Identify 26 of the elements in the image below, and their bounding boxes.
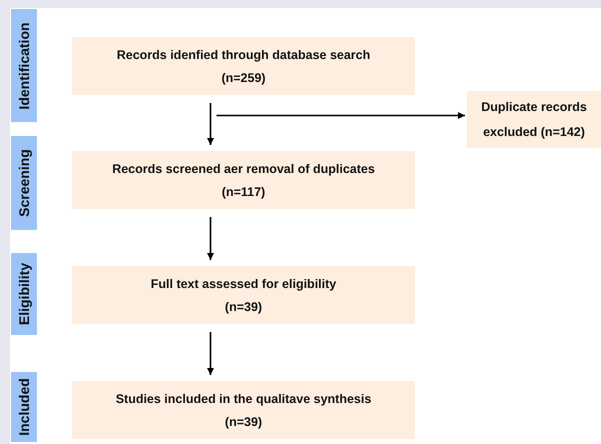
arrow — [207, 217, 214, 260]
box-text: Full text assessed for eligibility — [150, 276, 336, 290]
arrow — [216, 112, 465, 119]
process-box — [72, 266, 415, 324]
stage-name: Included — [16, 378, 32, 436]
box-text: Records idenfied through database search — [116, 48, 370, 62]
arrow — [207, 103, 214, 145]
stage-name: Screening — [16, 149, 32, 217]
count-text: (n=259) — [221, 70, 266, 84]
stage-name: Eligibility — [16, 262, 32, 326]
process-box — [72, 381, 415, 439]
box-text: Records screened aer removal of duplicates — [112, 162, 375, 176]
stage-label — [11, 372, 37, 442]
box-text: Studies included in the qualitave synthesis — [116, 392, 372, 406]
arrow — [207, 332, 214, 375]
stage-label — [11, 253, 37, 335]
stage-label — [11, 136, 37, 230]
process-box — [72, 37, 415, 95]
count-text: (n=39) — [224, 300, 262, 314]
stage-name: Identification — [16, 22, 32, 110]
process-box — [72, 151, 415, 209]
count-text: (n=39) — [224, 414, 262, 428]
process-box — [467, 91, 601, 148]
count-text: (n=117) — [222, 184, 266, 198]
stage-label — [11, 9, 37, 122]
box-text: Duplicate records excluded (n=142) — [480, 98, 588, 141]
